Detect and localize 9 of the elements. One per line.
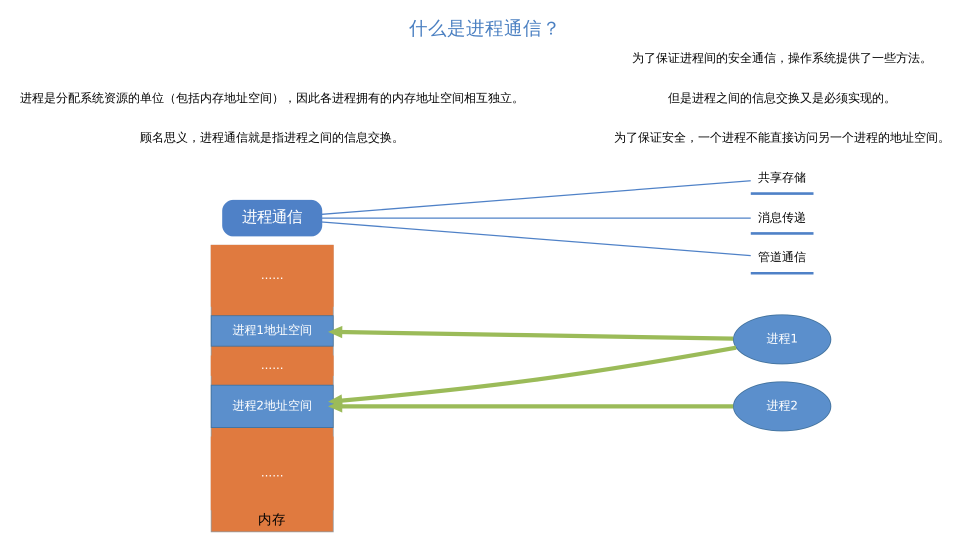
label: 为了保证安全，一个进程不能直接访问另一个进程的地址空间。 bbox=[614, 130, 950, 145]
label: 为了保证进程间的安全通信，操作系统提供了一些方法。 bbox=[632, 50, 932, 65]
label: 进程是分配系统资源的单位（包括内存地址空间），因此各进程拥有的内存地址空间相互独立。 bbox=[20, 90, 524, 105]
label: 顾名思义，进程通信就是指进程之间的信息交换。 bbox=[140, 130, 404, 145]
node-text: 管道通信 bbox=[758, 250, 806, 264]
diagram-title: 什么是进程通信？ bbox=[409, 18, 561, 40]
node-text: 共享存储 bbox=[758, 170, 806, 184]
node-text: 消息传递 bbox=[758, 210, 806, 224]
label: 但是进程之间的信息交换又是必须实现的。 bbox=[668, 90, 896, 105]
